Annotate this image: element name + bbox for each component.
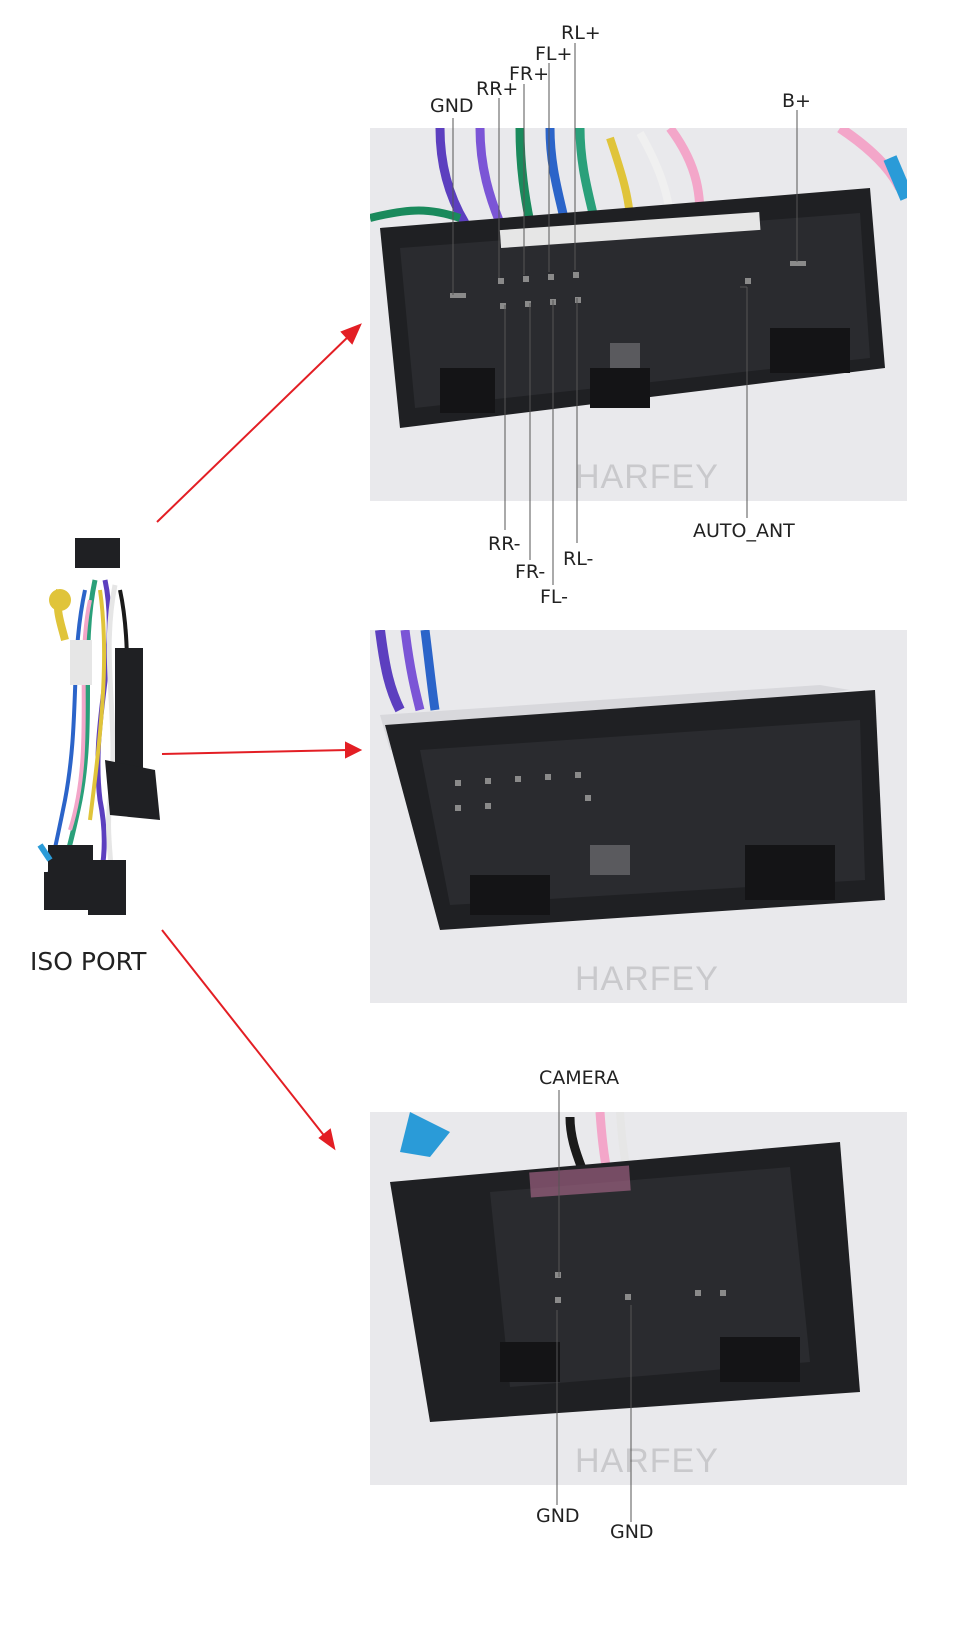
label-rr-plus: RR+ <box>476 78 519 100</box>
label-fl-minus: FL- <box>540 586 569 608</box>
label-iso-port: ISO PORT <box>30 947 147 976</box>
connector-photo-1: HARFEY <box>370 128 907 501</box>
watermark-2: HARFEY <box>575 960 719 998</box>
label-fr-minus: FR- <box>515 561 546 583</box>
connector-photo-3: HARFEY <box>370 1112 907 1485</box>
leader-lines-panel-3 <box>556 1090 632 1522</box>
label-gnd-bottom-1: GND <box>536 1505 580 1527</box>
harness-top-plug <box>75 538 120 568</box>
leader-lines-panel-1 <box>452 43 798 585</box>
label-gnd-bottom-2: GND <box>610 1521 654 1543</box>
connector-1-illustration <box>370 128 907 428</box>
label-auto-ant: AUTO_ANT <box>693 520 795 542</box>
arrows <box>156 323 363 1151</box>
label-gnd-top: GND <box>430 95 474 117</box>
label-rl-plus: RL+ <box>561 22 601 44</box>
label-rr-minus: RR- <box>488 533 521 555</box>
label-fl-plus: FL+ <box>535 43 573 65</box>
label-fr-plus: FR+ <box>509 63 550 85</box>
watermark-3: HARFEY <box>575 1442 719 1480</box>
label-rl-minus: RL- <box>563 548 594 570</box>
connector-photo-2: HARFEY <box>370 630 907 1003</box>
connector-2-illustration <box>375 630 885 930</box>
rca-plug <box>49 589 71 611</box>
label-camera: CAMERA <box>539 1067 620 1089</box>
label-b-plus: B+ <box>782 90 811 112</box>
watermark-1: HARFEY <box>575 458 719 496</box>
connector-3-illustration <box>390 1112 860 1422</box>
